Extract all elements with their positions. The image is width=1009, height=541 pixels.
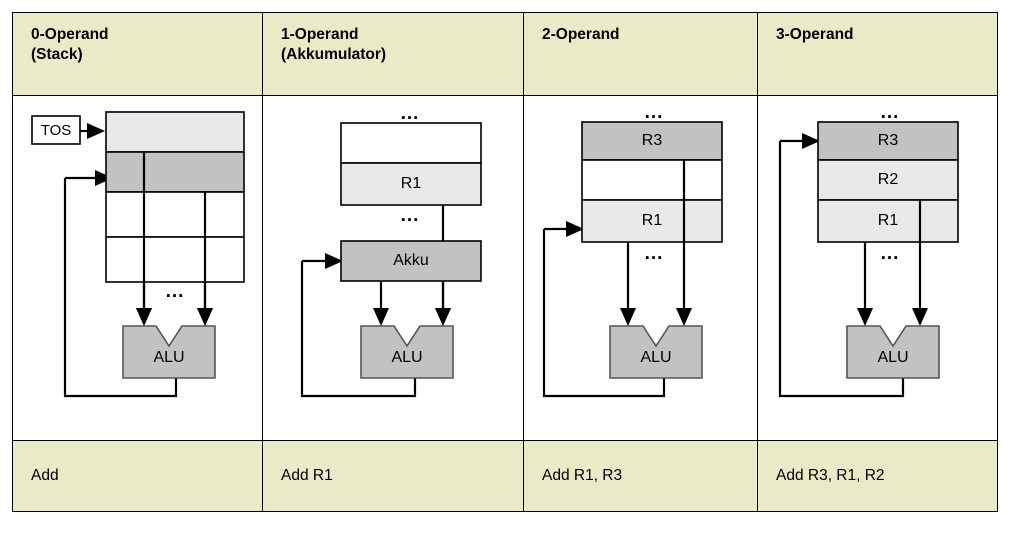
operand2-arrowhead-icon (676, 308, 692, 326)
diagram-cell-1-operand: ... R1 ... Akku (262, 95, 524, 441)
stack-cell-2 (105, 191, 245, 238)
instruction-cell-1-operand: Add R1 (262, 440, 524, 512)
memory-cell-1-r1 (340, 162, 482, 206)
header-cell-2-operand: 2-Operand (523, 12, 758, 96)
operand2-arrowhead-icon (912, 308, 928, 326)
register-ellipsis-bottom: ... (645, 243, 664, 264)
operand1-arrowhead-icon (373, 308, 389, 326)
stack-cell-0 (105, 111, 245, 153)
feedback-arrowhead-icon (95, 170, 113, 186)
alu-feedback-path (542, 229, 666, 398)
feedback-arrowhead-icon (566, 221, 584, 237)
register-cell-r1 (817, 199, 959, 243)
alu-label: ALU (640, 349, 671, 366)
diagram-cell-2-operand: ... R3 R1 ... ALU (523, 95, 758, 441)
alu-shape (609, 325, 703, 379)
alu-label: ALU (877, 349, 908, 366)
tos-arrowhead-icon (87, 123, 105, 139)
stack-ellipsis: ... (166, 281, 185, 302)
stack-cell-3 (105, 236, 245, 283)
tos-pointer-label: TOS (41, 122, 72, 139)
operand1-arrowhead-icon (620, 308, 636, 326)
header-cell-1-operand: 1-Operand (Akkumulator) (262, 12, 524, 96)
register-cell-r3-label: R3 (642, 132, 663, 149)
register-cell-r2-label: R2 (878, 171, 899, 188)
header-title-line1: 2-Operand (542, 26, 620, 43)
feedback-arrowhead-icon (325, 253, 343, 269)
stack-diagram-svg: ... TOS ALU (31, 111, 245, 398)
alu-shape (846, 325, 940, 379)
two-operand-diagram-svg: ... R3 R1 ... ALU (542, 102, 723, 398)
alu-feedback-path (300, 261, 417, 398)
register-ellipsis-top: ... (881, 102, 900, 123)
register-cell-empty (581, 159, 723, 201)
operand-format-table: 0-Operand (Stack) 1-Operand (Akkumulator… (12, 12, 998, 512)
feedback-arrowhead-icon (802, 133, 820, 149)
header-title-line2: (Stack) (31, 45, 83, 63)
register-ellipsis-bottom: ... (881, 243, 900, 264)
alu-label: ALU (153, 349, 184, 366)
table-diagram-row: ... TOS ALU (12, 95, 998, 441)
stack-machine-diagram: ... TOS ALU (13, 96, 262, 440)
header-cell-3-operand: 3-Operand (757, 12, 998, 96)
instruction-cell-3-operand: Add R3, R1, R2 (757, 440, 998, 512)
register-cell-r2 (817, 159, 959, 201)
memory-ellipsis-bottom: ... (401, 205, 420, 226)
stack-cell-1 (105, 151, 245, 193)
operand2-arrowhead-overlay-icon (197, 308, 213, 326)
alu-shape (122, 325, 216, 379)
instruction-cell-2-operand: Add R1, R3 (523, 440, 758, 512)
alu-shape (360, 325, 454, 379)
register-cell-r1-label: R1 (642, 212, 663, 229)
header-title-line1: 1-Operand (281, 26, 359, 43)
operand1-arrowhead-icon (857, 308, 873, 326)
diagram-cell-3-operand: ... R3 R2 R1 ... (757, 95, 998, 441)
header-title-line2: (Akkumulator) (281, 45, 387, 63)
register-cell-r3 (581, 121, 723, 161)
register-cell-r1-label: R1 (878, 212, 899, 229)
header-title-line1: 3-Operand (776, 26, 854, 43)
register-cell-r3-label: R3 (878, 132, 899, 149)
memory-cell-1-label: R1 (401, 175, 422, 192)
three-operand-diagram-svg: ... R3 R2 R1 ... (778, 102, 959, 398)
alu-label: ALU (391, 349, 422, 366)
alu-feedback-path (63, 178, 178, 398)
header-cell-0-operand: 0-Operand (Stack) (12, 12, 263, 96)
accumulator-diagram-svg: ... R1 ... Akku (300, 103, 482, 398)
register-ellipsis-top: ... (645, 102, 664, 123)
accumulator-machine-diagram: ... R1 ... Akku (263, 96, 523, 440)
memory-ellipsis-top: ... (401, 103, 420, 124)
alu-feedback-path (778, 141, 905, 398)
operand2-arrowhead-overlay-icon (435, 308, 451, 326)
two-operand-machine-diagram: ... R3 R1 ... ALU (524, 96, 757, 440)
instruction-cell-0-operand: Add (12, 440, 263, 512)
diagram-cell-0-operand: ... TOS ALU (12, 95, 263, 441)
three-operand-machine-diagram: ... R3 R2 R1 ... (758, 96, 997, 440)
header-title-line1: 0-Operand (31, 26, 109, 43)
register-cell-r3 (817, 121, 959, 161)
operand1-arrowhead-overlay-icon (136, 308, 152, 326)
register-cell-r1 (581, 199, 723, 243)
table-instruction-row: Add Add R1 Add R1, R3 Add R3, R1, R2 (12, 440, 998, 512)
accumulator-label: Akku (393, 252, 429, 269)
memory-cell-0 (340, 122, 482, 164)
table-header-row: 0-Operand (Stack) 1-Operand (Akkumulator… (12, 12, 998, 96)
accumulator-box (340, 240, 482, 282)
